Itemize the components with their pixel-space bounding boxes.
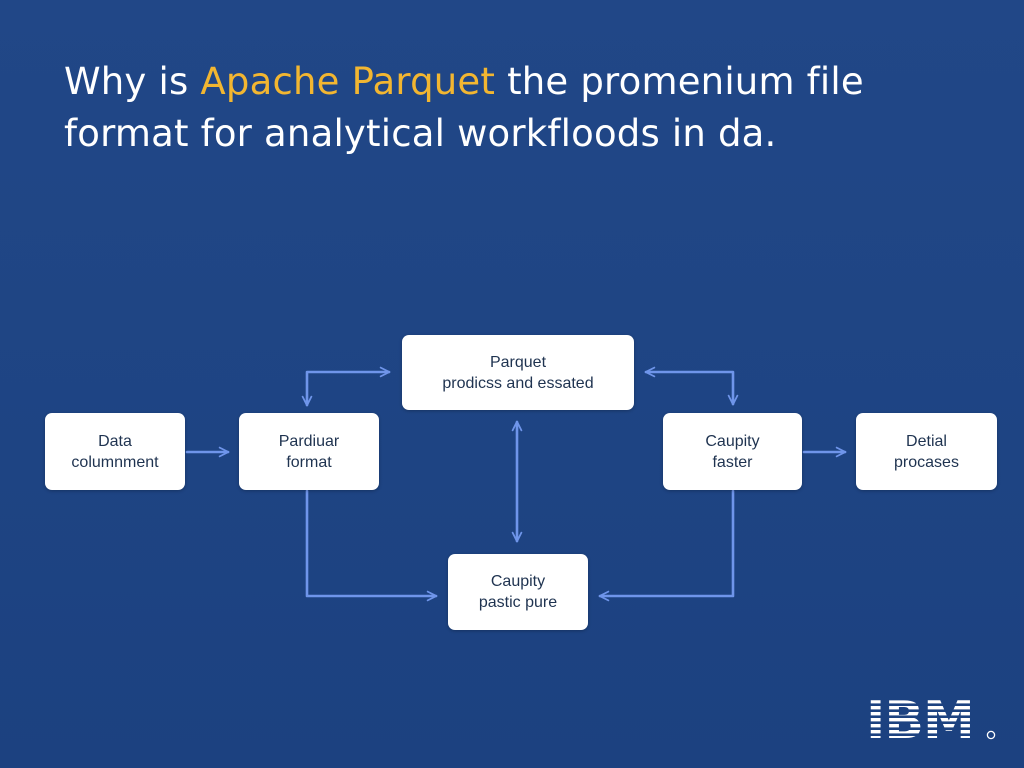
arrow-caupity-faster-to-caupity-pastic	[598, 489, 735, 602]
title-part1: Why is	[64, 60, 201, 103]
arrow-parquet-to-caupity-faster	[644, 366, 739, 406]
node-pardiuar-format: Pardiuar format	[239, 413, 379, 490]
arrow-pardiuar-to-caupity-pastic	[305, 489, 438, 602]
node-caupity-faster-line2: faster	[712, 453, 753, 471]
node-data-columnment-line2: columnment	[71, 453, 159, 471]
node-caupity-pastic-pure: Caupity pastic pure	[448, 554, 588, 630]
slide-title: Why is Apache Parquet the promenium file…	[64, 56, 964, 160]
node-parquet-prodicss-line1: Parquet	[489, 353, 547, 371]
node-parquet-prodicss-line2: prodicss and essated	[442, 374, 594, 392]
arrow-pardiuar-to-parquet	[301, 366, 391, 407]
node-caupity-faster: Caupity faster	[663, 413, 802, 490]
node-detial-procases: Detial procases	[856, 413, 997, 490]
node-parquet-prodicss: Parquet prodicss and essated	[402, 335, 634, 410]
ibm-logo-text: IBM	[866, 691, 974, 744]
node-data-columnment-line1: Data	[98, 432, 132, 450]
title-part2: the promenium file	[495, 60, 864, 103]
node-detial-procases-line1: Detial	[906, 432, 947, 450]
node-caupity-pastic-pure-line2: pastic pure	[478, 594, 558, 611]
node-detial-procases-line2: procases	[894, 453, 959, 471]
ibm-logo: IBM	[866, 691, 996, 744]
node-pardiuar-format-line2: format	[286, 453, 332, 471]
node-caupity-faster-line1: Caupity	[705, 432, 760, 450]
registered-mark-icon	[986, 730, 996, 740]
title-line2: format for analytical workfloods in da.	[64, 112, 777, 155]
node-data-columnment: Data columnment	[45, 413, 185, 490]
title-highlight: Apache Parquet	[200, 60, 496, 103]
node-caupity-pastic-pure-line1: Caupity	[490, 573, 546, 590]
node-pardiuar-format-line1: Pardiuar	[278, 432, 340, 450]
